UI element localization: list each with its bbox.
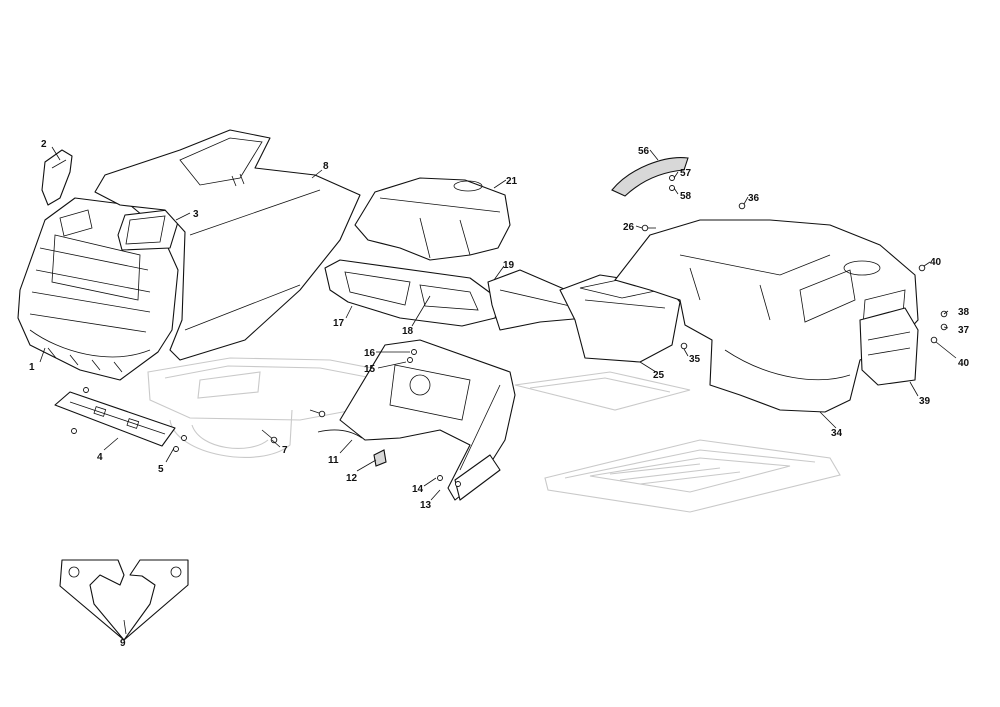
callout-37: 37 <box>958 325 970 336</box>
callout-11: 11 <box>328 455 339 466</box>
callout-18: 18 <box>402 326 414 337</box>
callout-35: 35 <box>689 354 701 365</box>
callout-15: 15 <box>364 364 376 375</box>
callout-34: 34 <box>831 428 843 439</box>
callout-8: 8 <box>323 161 329 172</box>
callout-56: 56 <box>638 146 650 157</box>
callout-25: 25 <box>653 370 665 381</box>
ghost-chassis <box>147 357 841 513</box>
callout-39: 39 <box>919 396 931 407</box>
part-bracket-2 <box>41 149 73 206</box>
callout-26: 26 <box>623 222 635 233</box>
callout-21: 21 <box>506 176 518 187</box>
callout-58: 58 <box>680 191 692 202</box>
callout-19: 19 <box>503 260 515 271</box>
part-rear-body-34 <box>614 219 919 413</box>
part-hood-8 <box>94 129 361 361</box>
callout-14: 14 <box>412 484 424 495</box>
callout-40-top: 40 <box>930 257 942 268</box>
part-plate-4 <box>54 387 187 452</box>
part-dash-cover-21 <box>354 177 511 261</box>
callout-36: 36 <box>748 193 760 204</box>
callout-16: 16 <box>364 348 376 359</box>
part-lens-3 <box>117 209 179 251</box>
callout-40-bottom: 40 <box>958 358 970 369</box>
callout-17: 17 <box>333 318 345 329</box>
callout-2: 2 <box>41 139 47 150</box>
leader-lines <box>39 146 957 635</box>
part-panel-19 <box>487 269 586 331</box>
part-floor-assembly <box>317 339 516 501</box>
loose-fasteners <box>261 202 948 444</box>
callout-1: 1 <box>29 362 35 373</box>
part-tray-17 <box>324 259 501 327</box>
callout-4: 4 <box>97 452 103 463</box>
callout-12: 12 <box>346 473 358 484</box>
callout-5: 5 <box>158 464 164 475</box>
callout-3: 3 <box>193 209 199 220</box>
callout-7: 7 <box>282 445 288 456</box>
callout-labels: 1 2 3 4 5 7 8 9 11 12 13 14 15 16 17 18 … <box>29 139 970 649</box>
part-rear-bracket-39 <box>859 307 919 386</box>
callout-57: 57 <box>680 168 692 179</box>
part-handle-56 <box>611 157 689 197</box>
callout-13: 13 <box>420 500 432 511</box>
callout-38: 38 <box>958 307 970 318</box>
part-decal-9 <box>59 559 189 641</box>
callout-9: 9 <box>120 638 126 649</box>
